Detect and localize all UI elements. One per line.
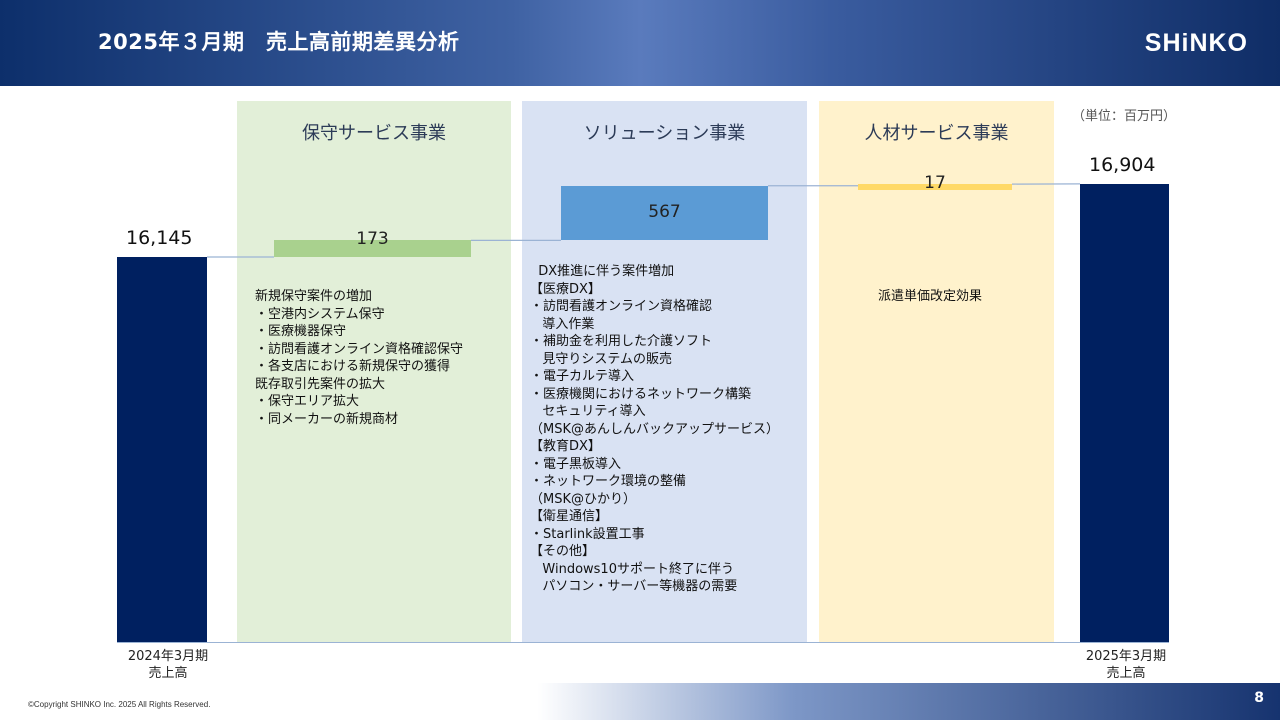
notes-staffing: 派遣単価改定効果 bbox=[878, 289, 983, 304]
unit-label: （単位：百万円） bbox=[1072, 109, 1177, 124]
category-label-start-line1: 2024年3月期 bbox=[127, 649, 209, 664]
segment-title-solution: ソリューション事業 bbox=[583, 123, 746, 144]
bar-step-staffing bbox=[858, 184, 1012, 191]
bar-start-total bbox=[117, 257, 207, 643]
category-label-end-line1: 2025年3月期 bbox=[1085, 649, 1167, 664]
segment-title-staffing: 人材サービス事業 bbox=[864, 123, 1009, 144]
copyright-text: ©Copyright SHINKO Inc. 2025 All Rights R… bbox=[28, 700, 211, 709]
category-label-end-line2: 売上高 bbox=[1106, 666, 1146, 681]
segment-panel-maintenance: 保守サービス事業 bbox=[237, 101, 511, 643]
notes-solution: DX推進に伴う案件増加 【医療DX】 ・訪問看護オンライン資格確認 導入作業 ・… bbox=[530, 264, 779, 594]
notes-maintenance: 新規保守案件の増加 ・空港内システム保守 ・医療機器保守 ・訪問看護オンライン資… bbox=[255, 289, 464, 427]
category-label-end: 2025年3月期 売上高 bbox=[1066, 648, 1186, 682]
bar-step-solution bbox=[561, 185, 768, 241]
footer-band bbox=[0, 683, 1280, 720]
category-label-start: 2024年3月期 売上高 bbox=[108, 648, 228, 682]
value-label-maintenance: 173 bbox=[356, 229, 389, 250]
page-number: 8 bbox=[1254, 690, 1264, 706]
value-label-end: 16,904 bbox=[1089, 153, 1156, 176]
segment-title-maintenance: 保守サービス事業 bbox=[302, 123, 446, 144]
segment-panel-staffing: 人材サービス事業 bbox=[819, 101, 1054, 643]
value-label-staffing: 17 bbox=[924, 173, 946, 194]
category-label-start-line2: 売上高 bbox=[148, 666, 188, 681]
company-logo: SHiNKO bbox=[1144, 29, 1248, 57]
header-banner: 2025年３月期 売上高前期差異分析 SHiNKO bbox=[0, 0, 1280, 86]
chart-baseline bbox=[117, 642, 1169, 643]
value-label-solution: 567 bbox=[648, 202, 681, 223]
bar-end-total bbox=[1080, 183, 1169, 643]
page-title: 2025年３月期 売上高前期差異分析 bbox=[98, 30, 460, 54]
bar-step-maintenance bbox=[274, 240, 471, 257]
value-label-start: 16,145 bbox=[126, 227, 193, 249]
